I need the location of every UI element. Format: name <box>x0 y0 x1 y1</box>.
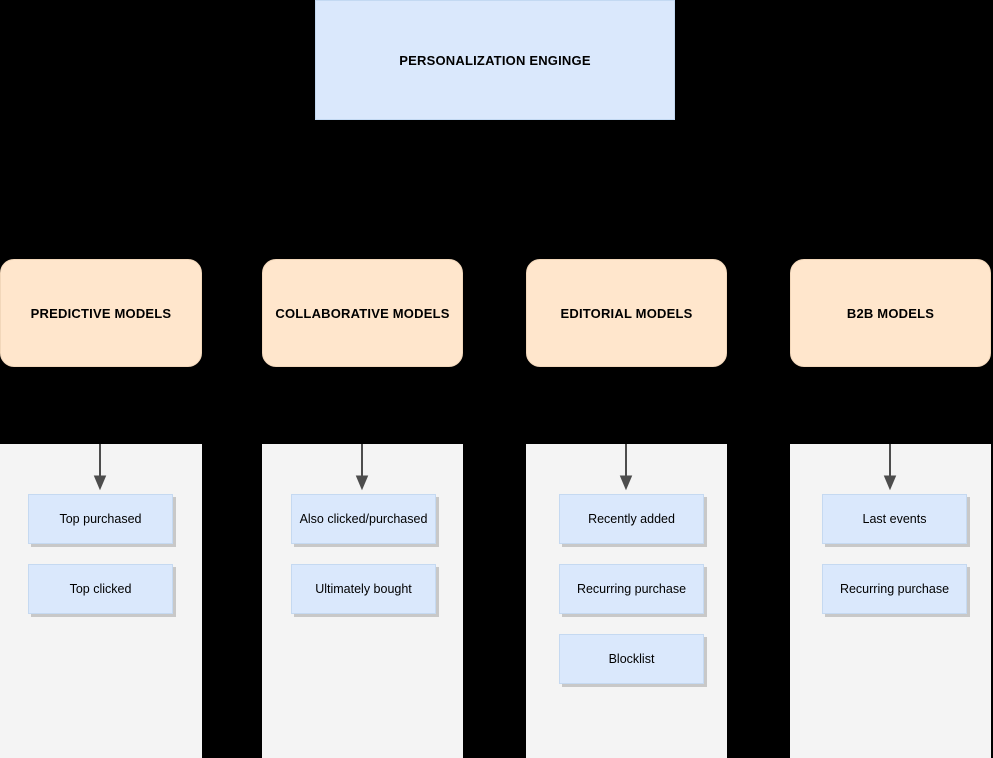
panel-collaborative-models: Also clicked/purchased Ultimately bought <box>262 444 463 758</box>
item-box-recurring-purchase-editorial[interactable]: Recurring purchase <box>559 564 704 614</box>
item-box-recently-added[interactable]: Recently added <box>559 494 704 544</box>
item-label-blocklist: Blocklist <box>608 651 655 666</box>
item-label-recurring-purchase-b2b: Recurring purchase <box>839 581 950 596</box>
item-label-last-events: Last events <box>862 511 927 526</box>
panel-predictive-models: Top purchased Top clicked <box>0 444 202 758</box>
category-box-b2b-models[interactable]: B2B MODELS <box>790 259 991 367</box>
panel-editorial-models: Recently added Recurring purchase Blockl… <box>526 444 727 758</box>
arrow-into-collaborative-items <box>355 444 369 491</box>
item-label-ultimately-bought: Ultimately bought <box>315 581 412 596</box>
category-label-editorial-models: EDITORIAL MODELS <box>560 305 693 321</box>
item-box-ultimately-bought[interactable]: Ultimately bought <box>291 564 436 614</box>
arrow-into-b2b-items <box>883 444 897 491</box>
item-box-top-purchased[interactable]: Top purchased <box>28 494 173 544</box>
item-label-recurring-purchase-editorial: Recurring purchase <box>576 581 687 596</box>
category-box-editorial-models[interactable]: EDITORIAL MODELS <box>526 259 727 367</box>
item-box-blocklist[interactable]: Blocklist <box>559 634 704 684</box>
item-label-recently-added: Recently added <box>588 511 675 526</box>
panel-b2b-models: Last events Recurring purchase <box>790 444 991 758</box>
item-box-also-clicked-purchased[interactable]: Also clicked/purchased <box>291 494 436 544</box>
category-label-collaborative-models: COLLABORATIVE MODELS <box>275 305 450 321</box>
personalization-engine-box[interactable]: PERSONALIZATION ENGINGE <box>315 0 675 120</box>
category-box-predictive-models[interactable]: PREDICTIVE MODELS <box>0 259 202 367</box>
arrow-into-predictive-items <box>93 444 107 491</box>
item-box-last-events[interactable]: Last events <box>822 494 967 544</box>
item-label-also-clicked-purchased: Also clicked/purchased <box>299 511 428 526</box>
personalization-engine-label: PERSONALIZATION ENGINGE <box>399 52 591 68</box>
item-box-top-clicked[interactable]: Top clicked <box>28 564 173 614</box>
item-label-top-clicked: Top clicked <box>69 581 132 596</box>
category-label-predictive-models: PREDICTIVE MODELS <box>30 305 172 321</box>
category-box-collaborative-models[interactable]: COLLABORATIVE MODELS <box>262 259 463 367</box>
category-label-b2b-models: B2B MODELS <box>846 305 935 321</box>
item-box-recurring-purchase-b2b[interactable]: Recurring purchase <box>822 564 967 614</box>
arrow-into-editorial-items <box>619 444 633 491</box>
item-label-top-purchased: Top purchased <box>59 511 142 526</box>
